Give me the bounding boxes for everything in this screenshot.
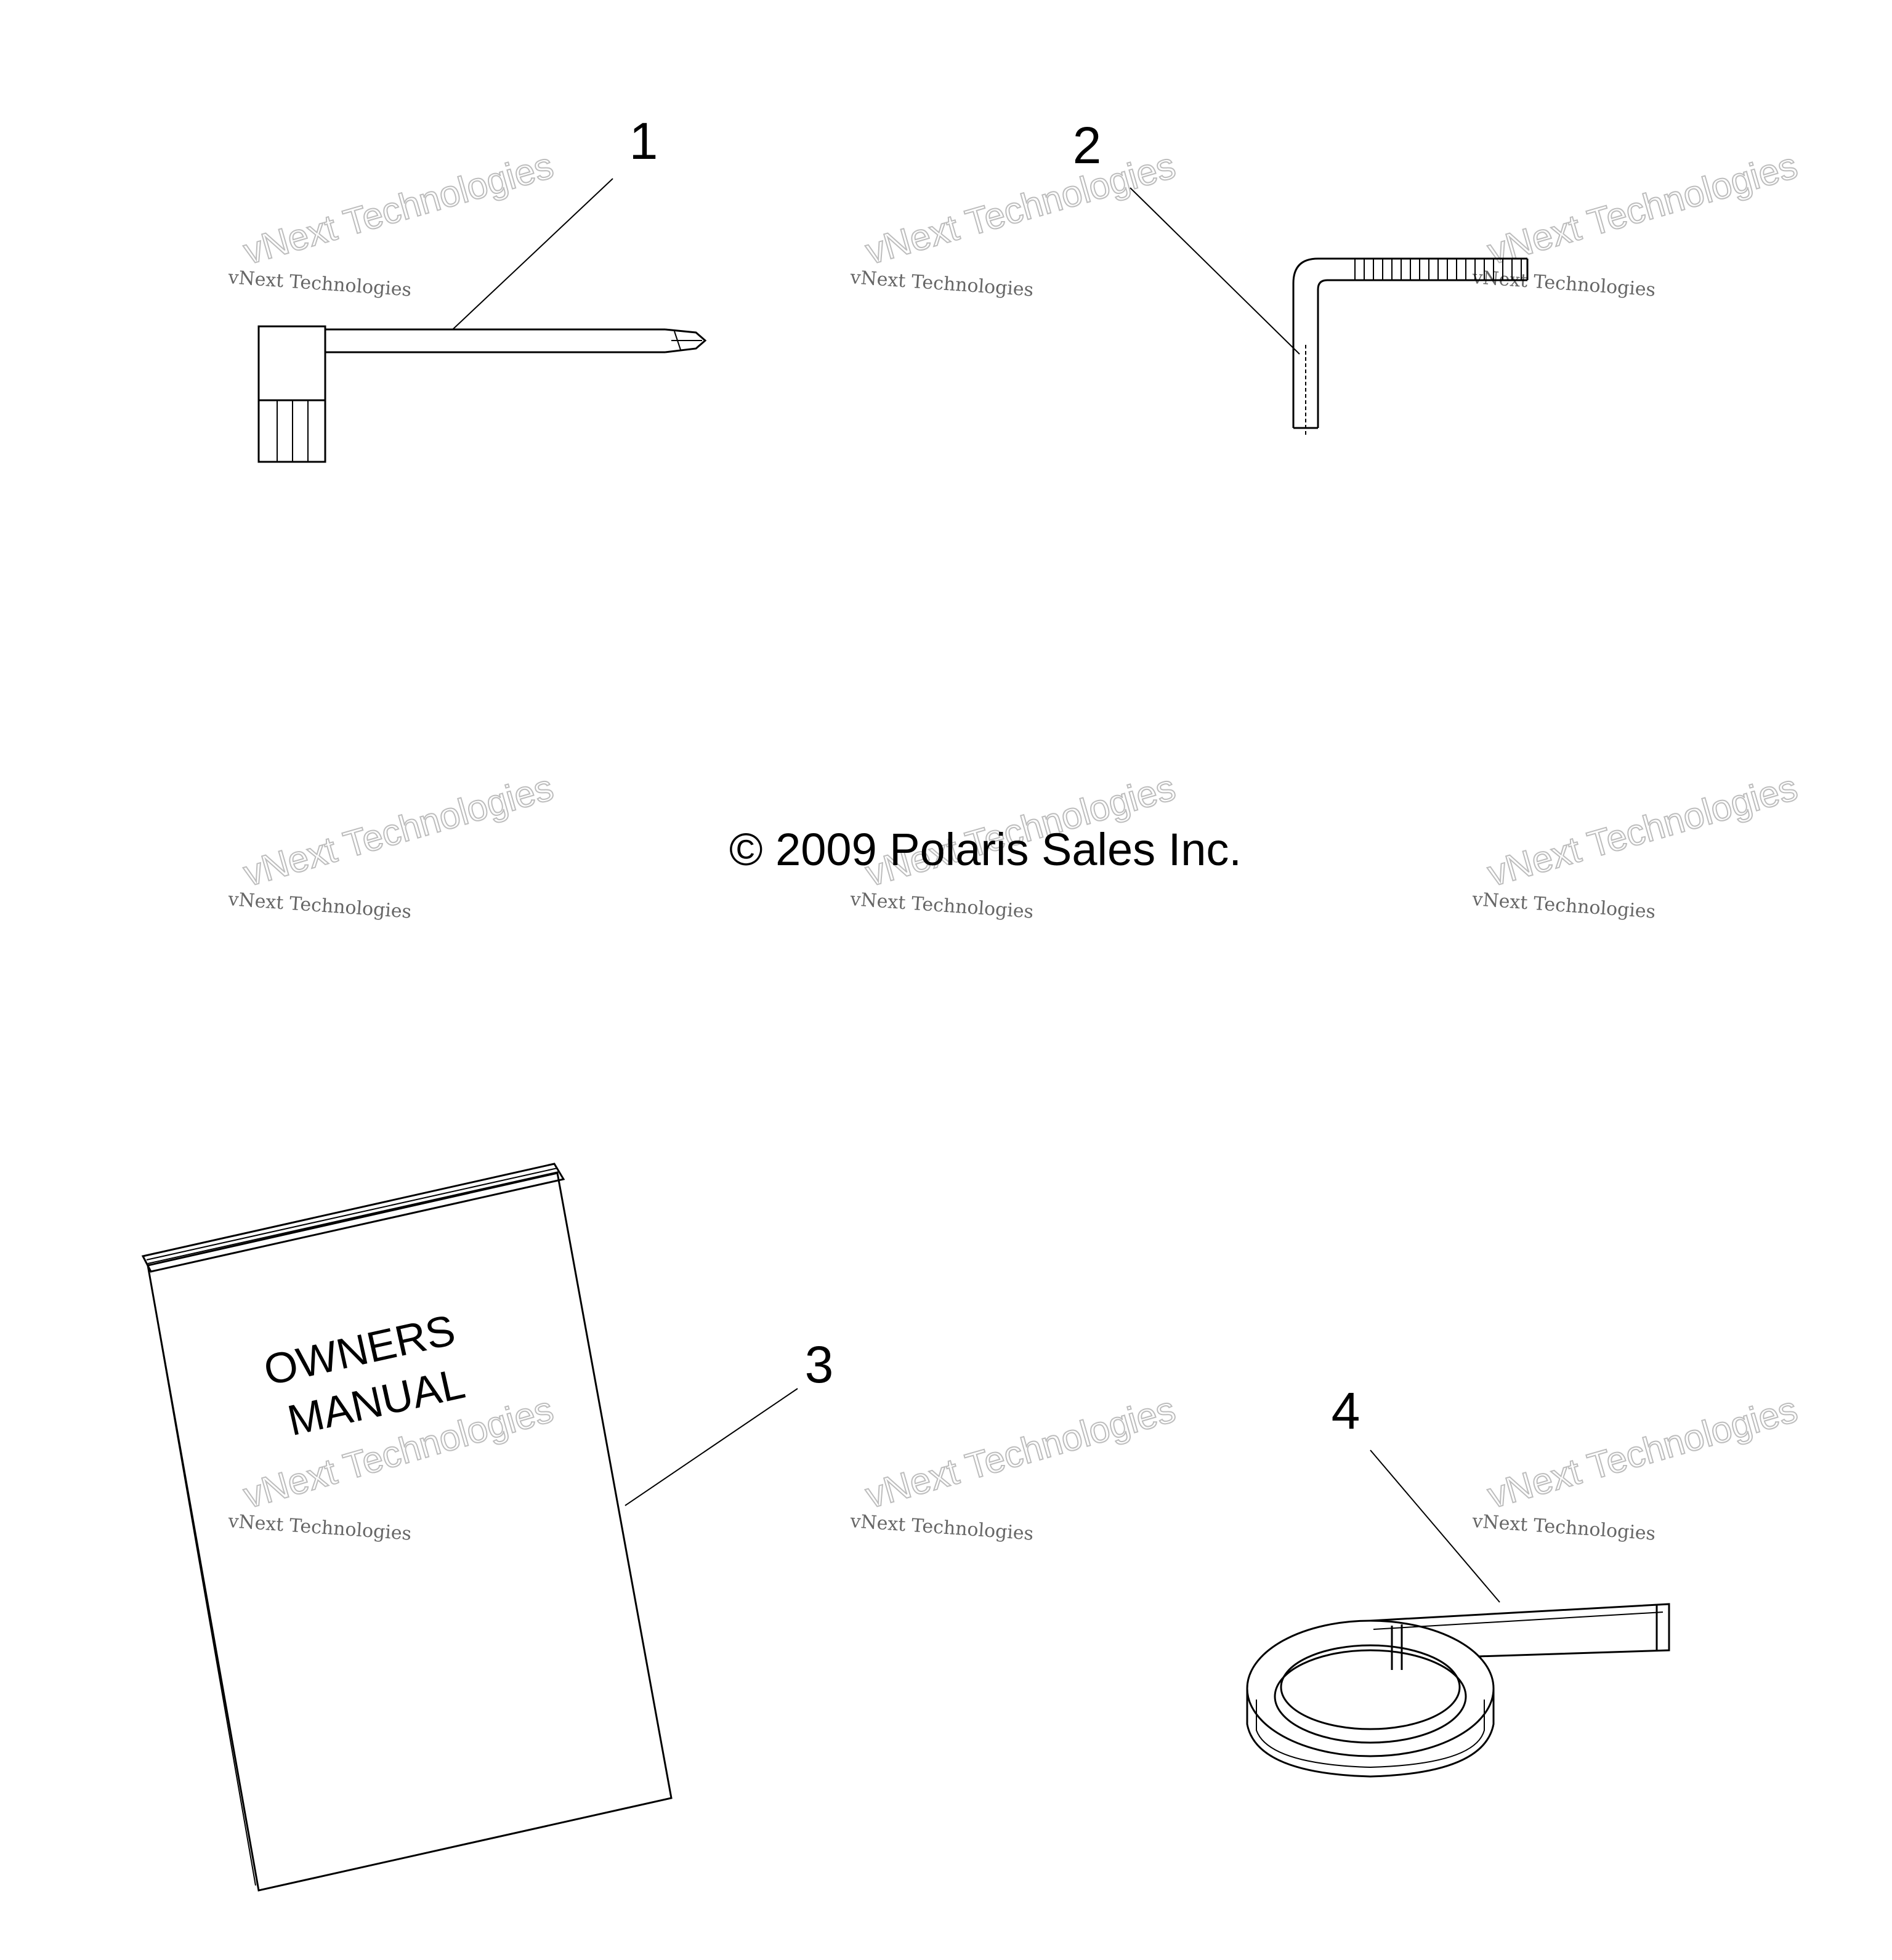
svg-text:vNext Technologies: vNext Technologies (849, 889, 1034, 923)
svg-text:vNext Technologies: vNext Technologies (861, 145, 1180, 273)
leader-line-2 (1130, 187, 1300, 355)
part-1-tool (257, 325, 707, 463)
hex-key-inner (1317, 279, 1527, 428)
svg-text:vNext Technologies: vNext Technologies (1483, 767, 1802, 895)
tape-roll-band (1246, 1688, 1495, 1778)
manual-cover (147, 1172, 673, 1892)
copyright-notice: © 2009 Polaris Sales Inc. (729, 824, 1242, 875)
svg-text:vNext Technologies: vNext Technologies (1471, 1510, 1656, 1545)
svg-text:vNext Technologies: vNext Technologies (1483, 145, 1802, 273)
hex-key-outer (1292, 257, 1527, 428)
tool-socket-head (257, 325, 326, 401)
svg-text:vNext Technologies: vNext Technologies (849, 267, 1034, 301)
callout-4: 4 (1332, 1382, 1360, 1440)
callout-1: 1 (629, 112, 658, 170)
leader-line-4 (1370, 1450, 1500, 1603)
leader-line-3 (625, 1388, 798, 1506)
leader-line-1 (452, 178, 613, 330)
part-2-hex-key (1292, 257, 1529, 437)
svg-text:vNext Technologies: vNext Technologies (1483, 1389, 1802, 1517)
svg-text:vNext Technologies: vNext Technologies (239, 145, 558, 273)
svg-text:vNext Technologies: vNext Technologies (227, 1510, 412, 1545)
watermark: vNext Technologies vNext Technologies (849, 1388, 1180, 1545)
watermark: vNext Technologies vNext Technologies (1471, 1388, 1802, 1545)
svg-text:vNext Technologies: vNext Technologies (861, 1389, 1180, 1517)
callout-2: 2 (1073, 116, 1102, 174)
watermark: vNext Technologies vNext Technologies (227, 144, 558, 301)
watermark: vNext Technologies vNext Technologies (1471, 144, 1802, 301)
svg-text:vNext Technologies: vNext Technologies (1471, 889, 1656, 923)
watermark: vNext Technologies vNext Technologies (1471, 766, 1802, 923)
svg-text:vNext Technologies: vNext Technologies (849, 1510, 1034, 1545)
watermark: vNext Technologies vNext Technologies (849, 144, 1180, 301)
hex-key-knurling (1354, 259, 1522, 280)
part-4-tape-roll (1246, 1603, 1670, 1778)
svg-text:vNext Technologies: vNext Technologies (227, 267, 412, 301)
watermark: vNext Technologies vNext Technologies (227, 766, 558, 923)
svg-text:vNext Technologies: vNext Technologies (1471, 267, 1656, 301)
tool-tip (665, 328, 707, 353)
tape-roll-inner (1274, 1649, 1467, 1744)
svg-text:vNext Technologies: vNext Technologies (227, 889, 412, 923)
callout-3: 3 (805, 1336, 834, 1393)
svg-text:vNext Technologies: vNext Technologies (239, 767, 558, 895)
tape-roll-outer-top (1246, 1619, 1495, 1757)
tape-strip (1370, 1603, 1670, 1658)
